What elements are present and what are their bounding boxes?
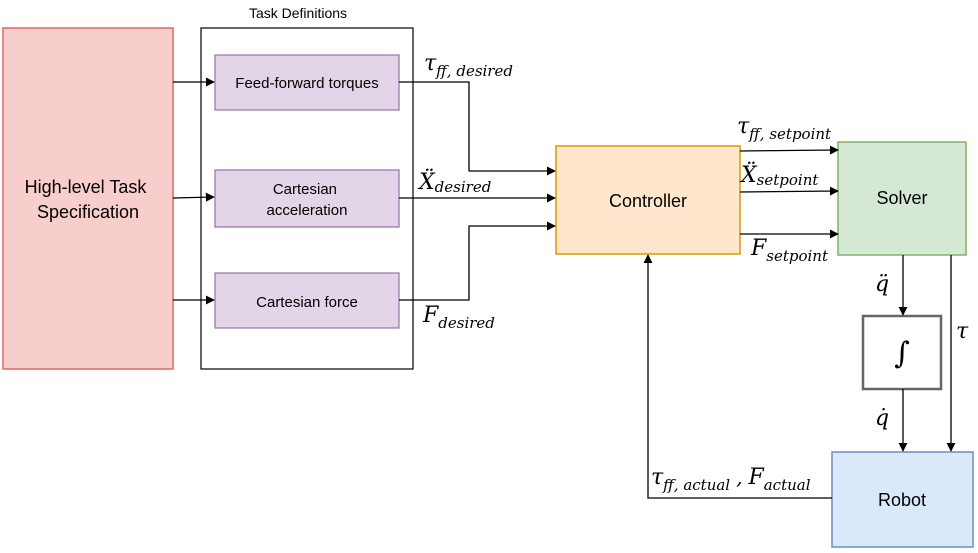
- label-q-ddot: q̈: [875, 272, 889, 297]
- robot-box: [831, 451, 974, 548]
- arrow-spec-to-cacc: [172, 192, 215, 202]
- task-definitions-title: Task Definitions: [249, 5, 347, 21]
- label-tau-ff-desired: τff, desired: [424, 51, 513, 80]
- feed-forward-torques-label: Feed-forward torques: [235, 75, 378, 92]
- feed-forward-torques-box: [214, 54, 400, 111]
- high-level-spec-box: [2, 27, 174, 370]
- label-tau: τ: [956, 319, 969, 344]
- svg-text:Cartesian acceleration: Cartesian acceleration: [267, 181, 348, 219]
- label-tau-ff-setpoint: τff, setpoint: [737, 114, 832, 143]
- high-level-spec-line2: Specification: [37, 202, 139, 222]
- arrow-cforce-to-controller: [399, 221, 556, 301]
- label-f-setpoint: Fsetpoint: [750, 236, 829, 265]
- arrow-tau-setpoint: [739, 145, 839, 155]
- arrow-ff-to-controller: [399, 81, 556, 176]
- arrow-x-setpoint: [739, 186, 839, 196]
- label-x-setpoint: Ẍsetpoint: [739, 161, 819, 189]
- label-x-desired: Ẍdesired: [417, 168, 491, 196]
- cartesian-force-label: Cartesian force: [256, 294, 358, 311]
- integrator-box: [861, 314, 943, 391]
- integral-symbol: ∫: [894, 336, 910, 371]
- robot-label: Robot: [878, 490, 926, 510]
- controller-box: [555, 145, 741, 255]
- label-feedback: τff, actual,Factual: [651, 465, 811, 494]
- cartesian-acceleration-line2: acceleration: [267, 202, 348, 219]
- solver-box: [837, 141, 967, 256]
- arrow-robot-feedback-to-controller: [643, 254, 832, 499]
- high-level-spec-line1: High-level Task: [25, 177, 148, 197]
- label-f-desired: Fdesired: [422, 303, 495, 332]
- svg-text:High-level Task Specificat: High-level Task Specification: [25, 177, 152, 222]
- label-q-dot: q̇: [875, 406, 889, 431]
- cartesian-acceleration-line1: Cartesian: [273, 181, 337, 198]
- solver-label: Solver: [876, 188, 927, 208]
- controller-label: Controller: [609, 191, 687, 211]
